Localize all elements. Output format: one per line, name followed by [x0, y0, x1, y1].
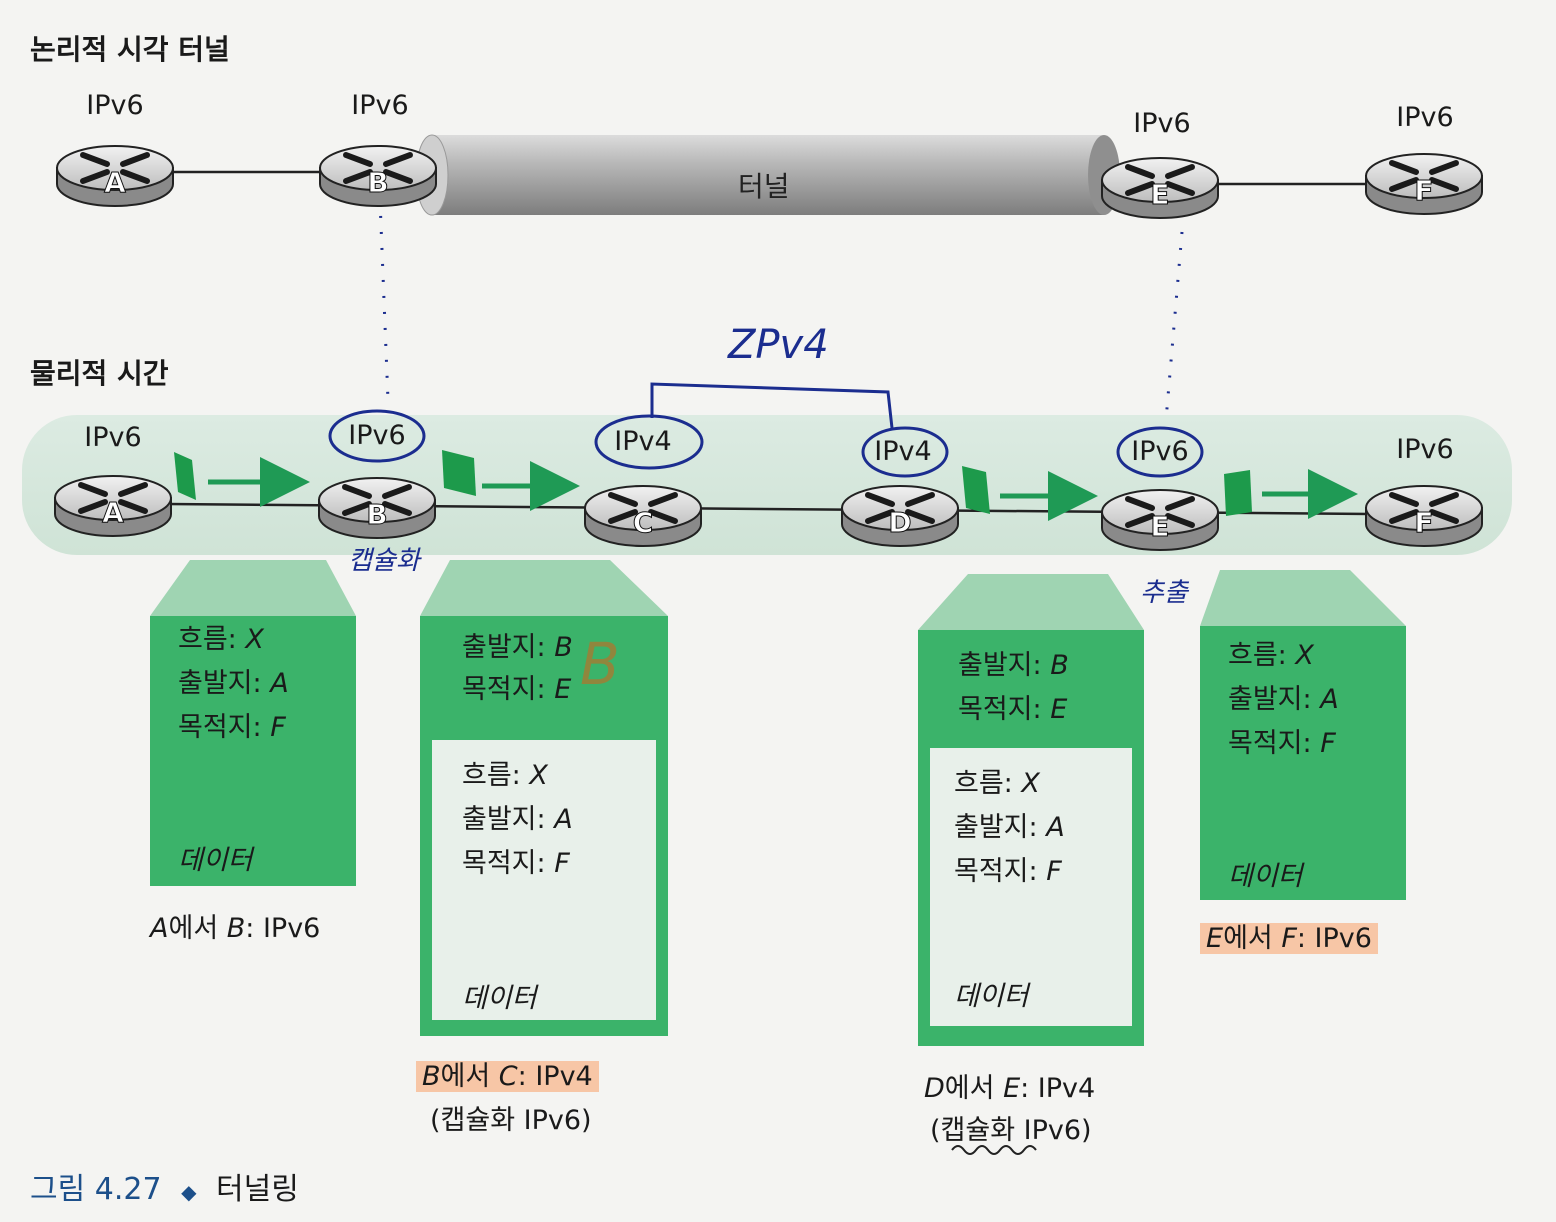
packet-3-inner-src: 출발지: A: [954, 812, 1065, 843]
phys-proto-d: IPv4: [874, 436, 932, 467]
ipv4-bracket: [650, 382, 894, 429]
logical-router-a-label: A: [104, 166, 126, 199]
packet-2-outer-dst: 목적지: E: [462, 674, 572, 705]
packet-2-subcaption: (캡슐화 IPv6): [430, 1105, 592, 1136]
circle-b: [328, 409, 426, 463]
phys-router-e: E: [1101, 489, 1219, 551]
packet-4-field-1: 흐름: X: [1228, 640, 1314, 671]
packet-4: 흐름: X 출발지: A 목적지: F 데이터: [1200, 570, 1406, 900]
phys-router-f: F: [1365, 485, 1483, 547]
packet-2-data: 데이터: [462, 983, 537, 1014]
packet-2-caption: B에서 C: IPv4: [416, 1054, 599, 1093]
packet-3-outer-dst: 목적지: E: [958, 694, 1068, 725]
packet-2-inner-flow: 흐름: X: [462, 760, 548, 791]
logical-router-e: E: [1101, 157, 1219, 219]
dotted-b: [378, 199, 390, 401]
phys-proto-f: IPv6: [1396, 434, 1454, 465]
figure-caption: 그림 4.27 ◆ 터널링: [30, 1164, 299, 1208]
packet-3-outer-src: 출발지: B: [958, 650, 1069, 681]
phys-router-e-label: E: [1150, 510, 1169, 543]
packet-1-field-3: 목적지: F: [178, 712, 286, 743]
logical-router-f: F: [1365, 153, 1483, 215]
phys-router-d: D: [841, 485, 959, 547]
routers-layer: A B E F A B C D E F: [54, 145, 1483, 551]
network-diagram: A B E F A B C D E F: [22, 134, 1512, 555]
phys-router-b-label: B: [366, 498, 387, 531]
flow-arrow-1: [174, 452, 310, 507]
packet-3-inner: 흐름: X 출발지: A 목적지: F 데이터: [930, 748, 1132, 1026]
packet-2-inner-dst: 목적지: F: [462, 848, 570, 879]
physical-view-title: 물리적 시간: [30, 357, 169, 390]
phys-router-a-label: A: [102, 496, 124, 529]
figure-number: 그림 4.27: [30, 1172, 162, 1207]
phys-proto-c: IPv4: [614, 426, 672, 457]
packet-3-inner-dst: 목적지: F: [954, 856, 1062, 887]
phys-router-d-label: D: [888, 506, 911, 539]
figure-bullet: ◆: [181, 1180, 197, 1204]
circle-c: [594, 414, 704, 470]
phys-proto-b: IPv6: [348, 420, 406, 451]
logical-router-e-label: E: [1150, 178, 1169, 211]
packet-1-field-2: 출발지: A: [178, 668, 289, 699]
phys-router-f-label: F: [1414, 506, 1433, 539]
packet-2-inner-src: 출발지: A: [462, 804, 573, 835]
packet-2-outer-src: 출발지: B: [462, 632, 573, 663]
packet-3-data: 데이터: [954, 981, 1029, 1012]
phys-router-b: B: [318, 477, 436, 539]
phys-router-c: C: [584, 485, 702, 547]
tunnel-label: 터널: [738, 170, 790, 203]
circle-d: [861, 426, 949, 478]
packet-3-caption: D에서 E: IPv4: [924, 1073, 1096, 1104]
packet-4-field-2: 출발지: A: [1228, 684, 1339, 715]
logical-proto-a: IPv6: [86, 90, 144, 121]
phys-proto-a: IPv6: [84, 422, 142, 453]
packet-2-inner: 흐름: X 출발지: A 목적지: F 데이터: [432, 740, 656, 1020]
packet-4-caption: E에서 F: IPv6: [1200, 916, 1378, 955]
circle-e: [1116, 426, 1204, 478]
logical-router-a: A: [56, 145, 174, 207]
logical-view-title: 논리적 시각 터널: [30, 33, 230, 66]
packet-1-data: 데이터: [178, 845, 253, 876]
packet-1: 흐름: X 출발지: A 목적지: F 데이터: [150, 560, 356, 886]
phys-router-c-label: C: [633, 506, 654, 539]
packet-4-field-3: 목적지: F: [1228, 728, 1336, 759]
logical-proto-e: IPv6: [1133, 108, 1191, 139]
wavy-underline: [951, 1145, 1037, 1155]
phys-proto-e: IPv6: [1131, 436, 1189, 467]
packet-1-caption: A에서 B: IPv6: [150, 913, 321, 944]
packet-2: 출발지: B 목적지: E B 흐름: X 출발지: A 목적지: F 데이터: [420, 560, 668, 1036]
phys-router-a: A: [54, 475, 172, 537]
logical-router-b: B: [319, 145, 437, 207]
logical-proto-f: IPv6: [1396, 102, 1454, 133]
flow-arrow-4: [1224, 469, 1358, 519]
flow-arrow-2: [442, 450, 580, 511]
handwritten-b: B: [580, 630, 620, 698]
logical-proto-b: IPv6: [351, 90, 409, 121]
packet-3: 출발지: B 목적지: E 흐름: X 출발지: A 목적지: F 데이터: [918, 574, 1144, 1046]
logical-router-b-label: B: [367, 166, 388, 199]
handwritten-extraction: 추출: [1140, 578, 1188, 608]
logical-router-f-label: F: [1414, 174, 1433, 207]
handwritten-encapsulation: 캡슐화: [348, 546, 420, 576]
packet-3-subcaption: (캡슐화 IPv6): [930, 1115, 1092, 1146]
packet-3-inner-flow: 흐름: X: [954, 768, 1040, 799]
figure-title: 터널링: [216, 1172, 299, 1207]
packet-1-field-1: 흐름: X: [178, 624, 264, 655]
dotted-e: [1164, 231, 1184, 421]
flow-arrow-3: [962, 466, 1098, 521]
handwritten-ipv4: ZPv4: [728, 322, 829, 368]
physical-band: [22, 415, 1512, 555]
packet-4-data: 데이터: [1228, 861, 1303, 892]
